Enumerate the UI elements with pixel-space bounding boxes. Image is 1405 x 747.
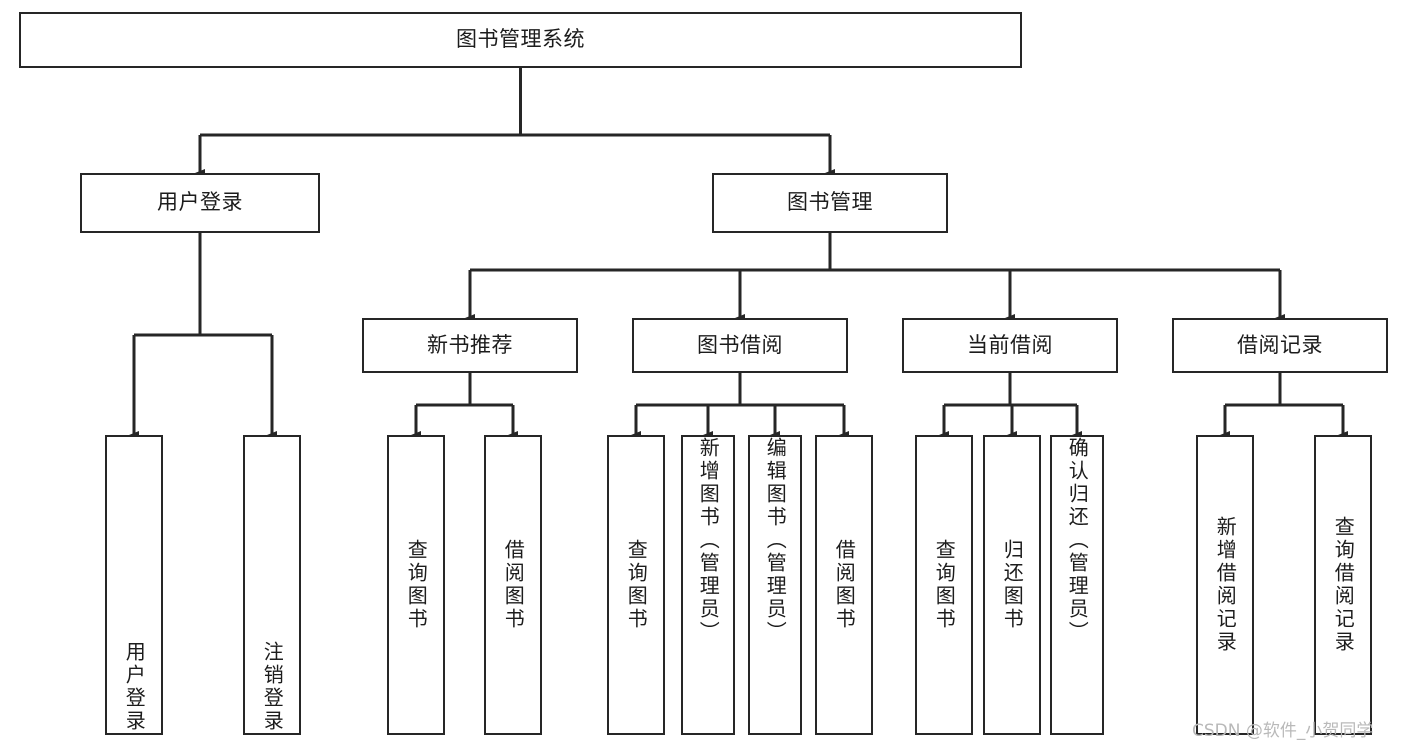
node-leaf-cur-return[interactable]: 归还图书 [983,435,1041,735]
node-leaf-borrow-add[interactable]: 新增图书（管理员） [681,435,735,735]
node-leaf-borrow-query[interactable]: 查询图书 [607,435,665,735]
node-book-manage[interactable]: 图书管理 [712,173,948,233]
node-label: 归还图书 [1000,539,1025,631]
node-label: 新书推荐 [427,332,513,357]
edge-group [129,68,1348,439]
node-label: 注销登录 [260,641,285,733]
node-leaf-rec-search[interactable]: 查询借阅记录 [1314,435,1372,735]
node-label: 查询借阅记录 [1331,516,1356,654]
node-label: 图书借阅 [697,332,783,357]
node-leaf-borrow-take[interactable]: 借阅图书 [815,435,873,735]
node-label: 查询图书 [624,539,649,631]
node-leaf-rec-add[interactable]: 新增借阅记录 [1196,435,1254,735]
node-leaf-user-login[interactable]: 用户登录 [105,435,163,735]
node-user-login[interactable]: 用户登录 [80,173,320,233]
node-current-borrow[interactable]: 当前借阅 [902,318,1118,373]
node-label: 编辑图书（管理员） [763,437,788,644]
node-label: 图书管理 [787,190,873,215]
csdn-watermark: CSDN @软件_小贺同学 [1192,721,1374,741]
node-label: 用户登录 [157,190,243,215]
node-label: 借阅图书 [832,539,857,631]
node-label: 借阅记录 [1237,332,1323,357]
node-label: 查询图书 [404,539,429,631]
node-leaf-cur-confirm[interactable]: 确认归还（管理员） [1050,435,1104,735]
node-label: 新增借阅记录 [1213,516,1238,654]
node-root[interactable]: 图书管理系统 [19,12,1022,68]
node-leaf-logout[interactable]: 注销登录 [243,435,301,735]
node-leaf-borrow-edit[interactable]: 编辑图书（管理员） [748,435,802,735]
node-leaf-rec-query[interactable]: 查询图书 [387,435,445,735]
node-label: 图书管理系统 [456,27,585,52]
node-borrow-record[interactable]: 借阅记录 [1172,318,1388,373]
node-label: 借阅图书 [501,539,526,631]
node-label: 新增图书（管理员） [696,437,721,644]
node-leaf-rec-borrow[interactable]: 借阅图书 [484,435,542,735]
node-label: 用户登录 [122,641,147,733]
node-new-book-rec[interactable]: 新书推荐 [362,318,578,373]
node-label: 确认归还（管理员） [1065,437,1090,644]
node-label: 当前借阅 [967,332,1053,357]
node-leaf-cur-query[interactable]: 查询图书 [915,435,973,735]
node-book-borrow[interactable]: 图书借阅 [632,318,848,373]
node-label: 查询图书 [932,539,957,631]
